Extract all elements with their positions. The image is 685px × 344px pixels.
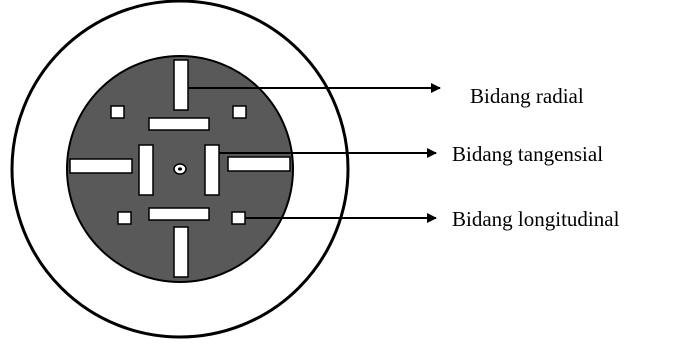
longitudinal-square-4 (231, 211, 246, 225)
radial-slot-bottom (173, 226, 189, 278)
tangential-slot-left (138, 144, 154, 196)
label-radial: Bidang radial (470, 84, 584, 108)
tangential-slot-right (204, 144, 220, 196)
longitudinal-square-2 (232, 105, 247, 119)
label-longitudinal: Bidang longitudinal (452, 207, 620, 231)
longitudinal-square-3 (117, 211, 132, 225)
radial-slot-left (69, 158, 133, 174)
label-tangential: Bidang tangensial (452, 142, 604, 166)
radial-slot-top (173, 59, 189, 111)
longitudinal-square-1 (110, 105, 125, 119)
pith-center (178, 167, 182, 171)
tangential-slot-bottom (148, 207, 210, 221)
radial-slot-right (227, 156, 291, 172)
tangential-slot-top (148, 117, 210, 131)
